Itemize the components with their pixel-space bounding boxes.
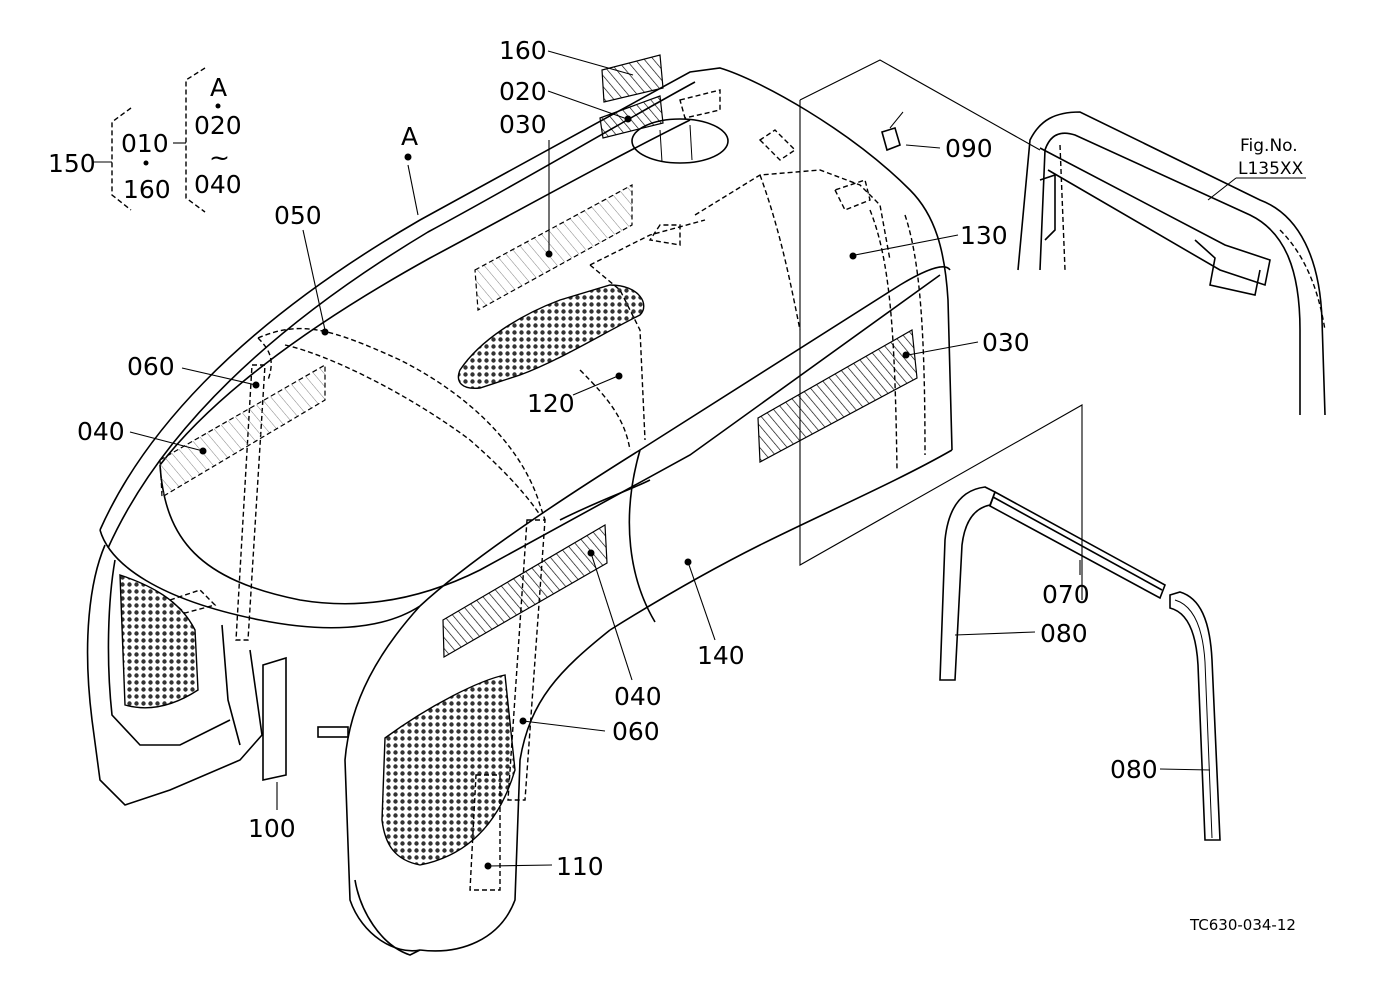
callout-110: 110 xyxy=(556,852,604,881)
callout-120: 120 xyxy=(527,389,575,418)
callout-160-top: 160 xyxy=(499,36,547,65)
callout-labels: 160 020 030 A 090 050 130 030 060 040 12… xyxy=(48,36,1304,934)
kit-outer-start: 020 xyxy=(194,111,242,140)
kit-bracket xyxy=(93,67,221,213)
drawing-code: TC630-034-12 xyxy=(1189,916,1296,934)
kit-range-symbol: ~ xyxy=(209,143,230,172)
callout-060-bottom: 060 xyxy=(612,717,660,746)
kit-inner-start: 010 xyxy=(121,129,169,158)
callout-080-upper: 080 xyxy=(1040,619,1088,648)
callout-080-lower: 080 xyxy=(1110,755,1158,784)
callout-130: 130 xyxy=(960,221,1008,250)
hidden-lines xyxy=(168,89,926,891)
leader-lines xyxy=(129,50,1306,870)
part-090-bolt xyxy=(881,111,904,152)
callout-040-bottom: 040 xyxy=(614,682,662,711)
callout-050: 050 xyxy=(274,201,322,230)
callout-040-left: 040 xyxy=(77,417,125,446)
callout-140: 140 xyxy=(697,641,745,670)
construction-lines xyxy=(799,59,1083,600)
kit-outer-end: 040 xyxy=(194,170,242,199)
callout-150: 150 xyxy=(48,149,96,178)
callout-090: 090 xyxy=(945,134,993,163)
callout-070: 070 xyxy=(1042,580,1090,609)
part-100-spacer xyxy=(262,656,287,781)
hood-body xyxy=(86,67,953,956)
figure-caption: Fig.No. xyxy=(1240,136,1298,156)
kit-outer-ref: A xyxy=(210,73,227,102)
kit-inner-end: 160 xyxy=(123,175,171,204)
inset-frame xyxy=(1017,111,1326,416)
callout-point-a: A xyxy=(401,122,418,151)
part-070-080-seals xyxy=(939,486,1221,841)
figure-number: L135XX xyxy=(1238,159,1304,179)
callout-030-top: 030 xyxy=(499,110,547,139)
decals xyxy=(159,54,918,659)
callout-100: 100 xyxy=(248,814,296,843)
callout-020: 020 xyxy=(499,77,547,106)
callout-060-left: 060 xyxy=(127,352,175,381)
callout-030-right: 030 xyxy=(982,328,1030,357)
